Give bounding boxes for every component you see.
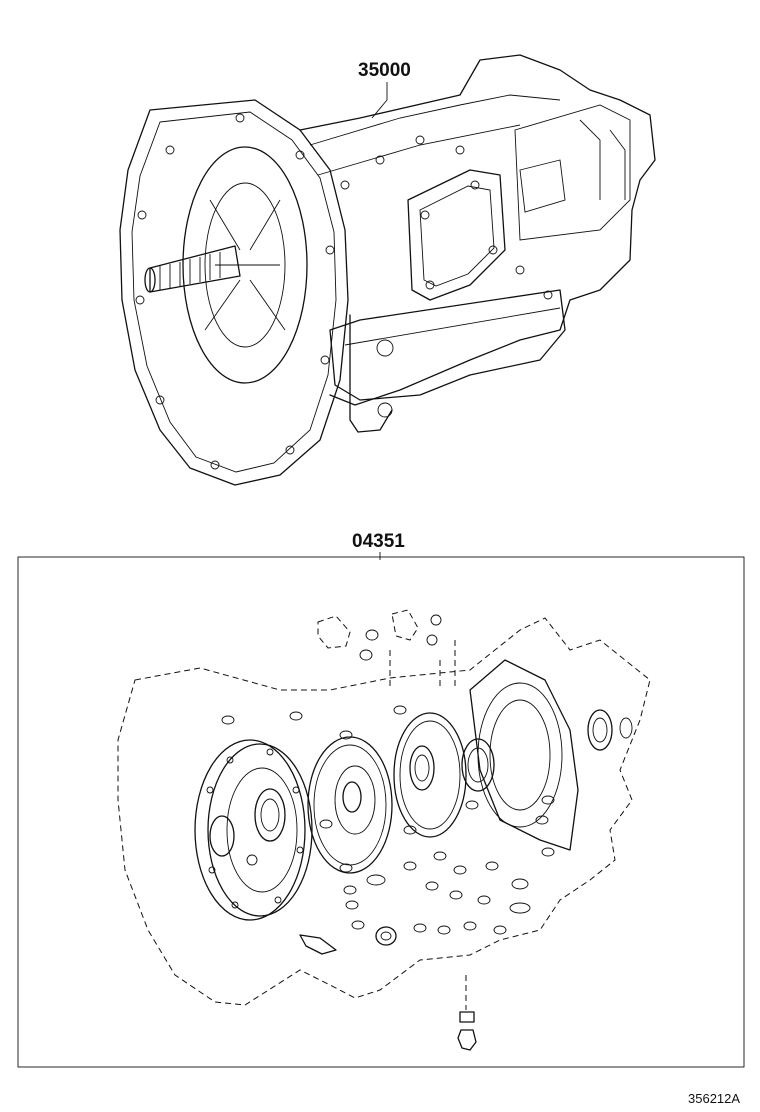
gasket-kit-drawing bbox=[117, 609, 651, 1051]
callout-04351: 04351 bbox=[352, 531, 405, 552]
callout-35000: 35000 bbox=[358, 60, 411, 81]
transmission-assembly-drawing bbox=[119, 54, 656, 486]
kit-frame bbox=[17, 556, 745, 1068]
reference-number: 356212A bbox=[688, 1091, 740, 1106]
